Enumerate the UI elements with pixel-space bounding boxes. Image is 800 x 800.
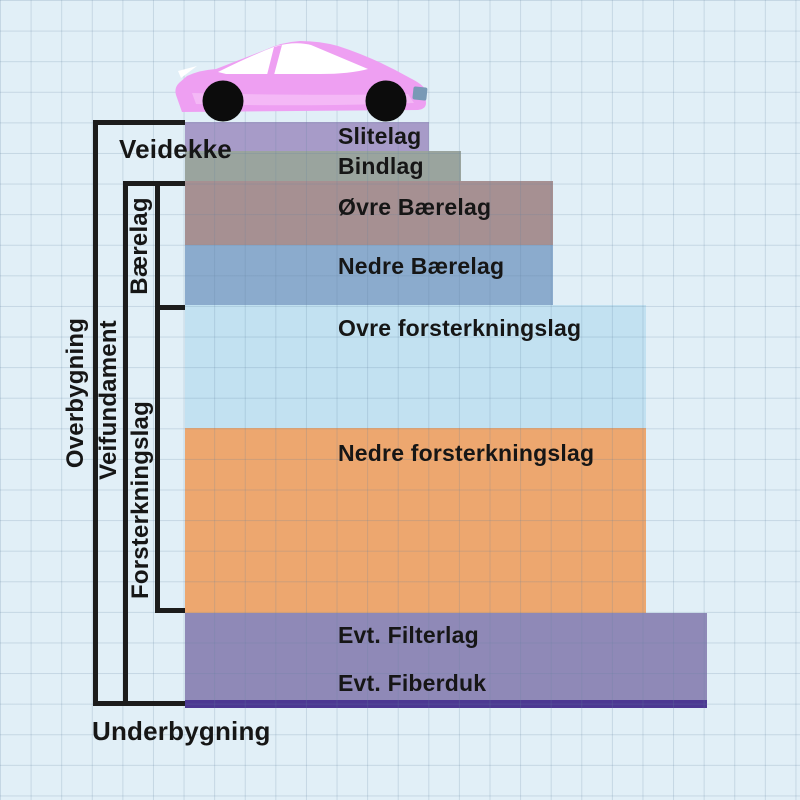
car-windows: [218, 43, 368, 74]
baerelag-bracket: [155, 181, 185, 310]
layer-nedre-baerelag: [185, 245, 553, 305]
nedre-forsterkningslag-label: Nedre forsterkningslag: [338, 440, 595, 466]
layer-ovre-forsterkningslag: [185, 305, 646, 428]
car-front-wheel: [202, 80, 244, 122]
layer-bindlag: [185, 151, 461, 181]
veidekke-label: Veidekke: [119, 134, 232, 164]
forsterkningslag-label: Forsterkningslag: [127, 401, 154, 599]
veifundament-bracket: [123, 181, 185, 706]
layer-slitelag: [185, 122, 429, 151]
slitelag-label: Slitelag: [338, 123, 422, 149]
car-body-highlight: [192, 93, 414, 106]
layer-ovre-baerelag: [185, 181, 553, 245]
bindlag-label: Bindlag: [338, 153, 424, 179]
overbygning-label: Overbygning: [62, 317, 89, 469]
car-illustration: [175, 41, 428, 122]
ovre-baerelag-label: Øvre Bærelag: [338, 194, 492, 220]
car-taillight: [412, 86, 428, 101]
forsterkningslag-bracket: [155, 305, 185, 613]
fiberduk-strip: [185, 700, 707, 708]
underbygning-label: Underbygning: [92, 716, 271, 746]
fiberduk-label: Evt. Fiberduk: [338, 670, 487, 696]
baerelag-label: Bærelag: [126, 197, 153, 295]
veifundament-label: Veifundament: [95, 320, 122, 480]
car-rear-wheel: [365, 80, 407, 122]
nedre-baerelag-label: Nedre Bærelag: [338, 253, 505, 279]
ovre-forsterkningslag-label: Ovre forsterkningslag: [338, 315, 582, 341]
filterlag-label: Evt. Filterlag: [338, 622, 479, 648]
car-a-pillar: [267, 45, 282, 75]
layer-nedre-forsterkningslag: [185, 428, 646, 613]
layer-filterlag-fiberduk: [185, 613, 707, 700]
car-headlight: [178, 66, 197, 78]
